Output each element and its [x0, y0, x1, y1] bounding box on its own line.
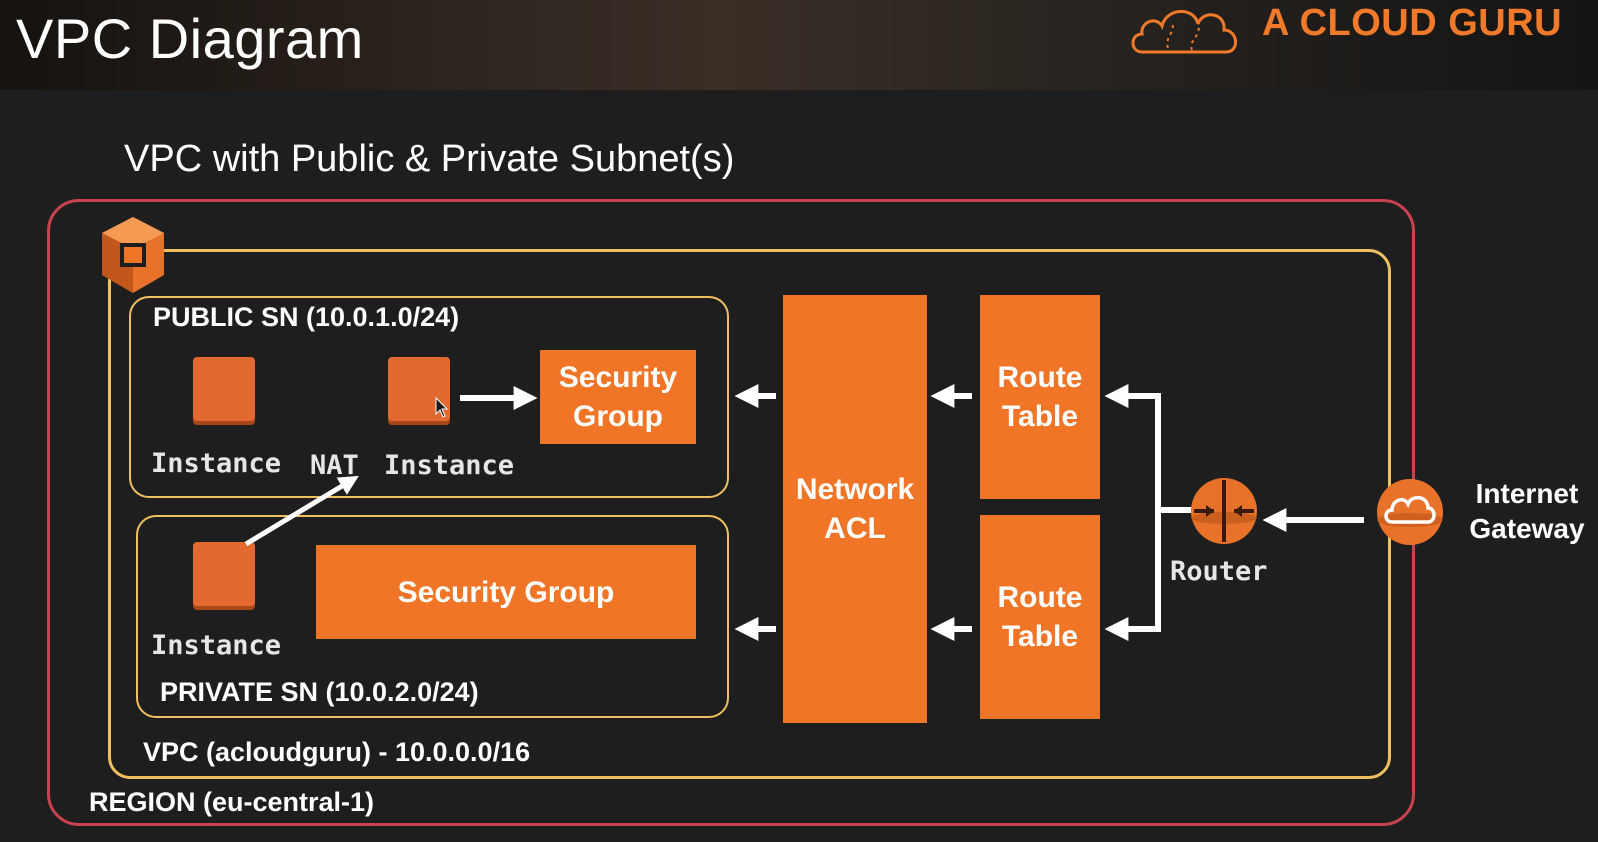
nat-label: NAT: [310, 450, 359, 481]
public-subnet-box: [129, 296, 729, 498]
logo-text: A CLOUD GURU: [1262, 2, 1563, 44]
public-instance-icon[interactable]: [193, 357, 255, 421]
route-table-top[interactable]: Route Table: [980, 295, 1100, 499]
aws-vpc-icon: [102, 217, 164, 293]
router-icon: [1191, 478, 1257, 544]
network-acl-label: Network ACL: [795, 473, 915, 545]
public-instance-label: Instance: [151, 448, 282, 479]
diagram-subtitle: VPC with Public & Private Subnet(s): [124, 138, 735, 180]
route-table-bottom[interactable]: Route Table: [980, 515, 1100, 719]
cloud-logo-icon: [1131, 10, 1237, 54]
route-table-top-label: Route Table: [997, 361, 1083, 433]
private-security-group[interactable]: Security Group: [316, 545, 696, 639]
public-security-group-label: Security Group: [558, 361, 678, 433]
private-instance-label: Instance: [151, 630, 282, 661]
private-security-group-label: Security Group: [397, 575, 615, 609]
page-title: VPC Diagram: [16, 7, 364, 70]
vpc-label: VPC (acloudguru) - 10.0.0.0/16: [143, 737, 531, 767]
network-acl-block[interactable]: Network ACL: [783, 295, 927, 723]
private-instance-icon[interactable]: [193, 542, 255, 606]
internet-gateway-cloud-icon: [1377, 479, 1443, 545]
private-subnet-label: PRIVATE SN (10.0.2.0/24): [160, 677, 479, 707]
internet-gateway-label: Internet Gateway: [1469, 478, 1585, 544]
router-label: Router: [1170, 556, 1268, 587]
cursor-icon: [435, 396, 449, 418]
router-bracket: [1155, 396, 1192, 629]
public-subnet-label: PUBLIC SN (10.0.1.0/24): [153, 302, 460, 332]
arrow-private-to-nat: [244, 475, 359, 547]
header-bar: [0, 0, 1598, 90]
region-label: REGION (eu-central-1): [89, 787, 375, 817]
public-security-group[interactable]: Security Group: [540, 350, 696, 444]
nat-instance-label: Instance: [384, 450, 515, 481]
route-table-bottom-label: Route Table: [997, 581, 1083, 653]
private-subnet-box: [136, 515, 729, 718]
